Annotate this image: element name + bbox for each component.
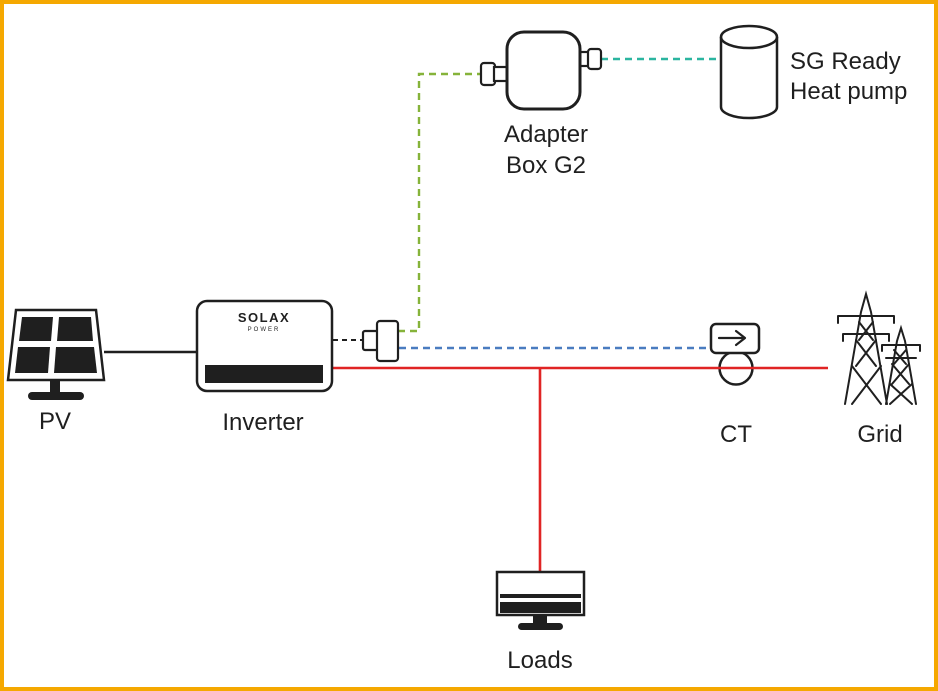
adapter-box-icon (479, 30, 603, 111)
tower-small-icon (881, 324, 921, 405)
ct-arrow-box-icon (709, 322, 761, 355)
splitter-to-adapter-green-line (398, 72, 482, 333)
adapter-box-label-line2: Box G2 (506, 152, 586, 179)
loads-label: Loads (507, 647, 572, 674)
grid-label: Grid (857, 421, 902, 448)
ct-label: CT (720, 421, 752, 448)
heat-pump-label-line2: Heat pump (790, 78, 907, 105)
splitter-connector-icon (361, 319, 400, 363)
inverter-label: Inverter (222, 409, 303, 436)
tower-large-icon (837, 290, 895, 405)
adapter-right-connector-icon (586, 47, 603, 71)
heat-pump-label-line1: SG Ready (790, 48, 901, 75)
inverter-icon: SOLAX POWER (195, 299, 334, 393)
inverter-brand-subtext: POWER (248, 327, 281, 333)
grid-towers-icon (837, 290, 921, 405)
ct-arrow-icon (717, 329, 747, 347)
pv-label: PV (39, 408, 71, 435)
adapter-box-label-line1: Adapter (504, 121, 588, 148)
pv-panel-icon (6, 308, 106, 400)
heat-pump-icon (719, 24, 779, 120)
inverter-brand-text: SOLAX (238, 310, 290, 325)
adapter-left-connector-icon (479, 61, 497, 87)
loads-monitor-icon (495, 570, 586, 630)
inverter-display-bar (205, 365, 323, 383)
